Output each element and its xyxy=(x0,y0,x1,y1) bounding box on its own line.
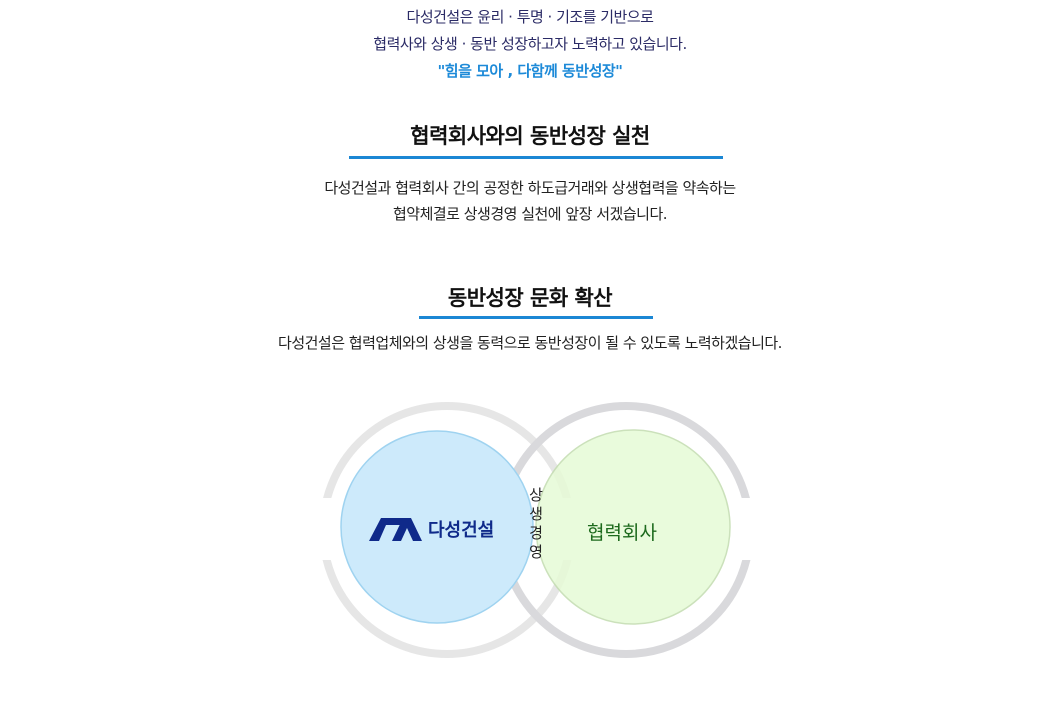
dasung-label: 다성건설 xyxy=(428,520,495,541)
right-circle xyxy=(535,429,731,625)
intro-line-2: 협력사와 상생 · 동반 성장하고자 노력하고 있습니다. xyxy=(373,35,687,53)
coexistence-label: 상 생 경 영 xyxy=(526,486,546,562)
char: 생 xyxy=(529,505,543,523)
intro-text: 다성건설은 윤리 · 투명 · 기조를 기반으로 협력사와 상생 · 동반 성장… xyxy=(0,4,1060,85)
slogan: "힘을 모아 , 다함께 동반성장" xyxy=(437,62,623,80)
section-culture-text: 다성건설은 협력업체와의 상생을 동력으로 동반성장이 될 수 있도록 노력하겠… xyxy=(278,334,782,352)
section-title-culture: 동반성장 문화 확산 xyxy=(447,286,613,310)
left-circle xyxy=(340,430,534,624)
text-line: 다성건설과 협력회사 간의 공정한 하도급거래와 상생협력을 약속하는 xyxy=(324,179,736,197)
section-title-partnership: 협력회사와의 동반성장 실천 xyxy=(410,124,650,148)
char: 경 xyxy=(529,524,543,542)
char: 상 xyxy=(529,486,543,504)
title-underline xyxy=(349,156,723,159)
partner-label: 협력회사 xyxy=(587,522,657,544)
text-line: 협약체결로 상생경영 실천에 앞장 서겠습니다. xyxy=(392,205,668,223)
section-partnership-text: 다성건설과 협력회사 간의 공정한 하도급거래와 상생협력을 약속하는 협약체결… xyxy=(0,175,1060,227)
dasung-logo-icon xyxy=(369,518,422,541)
char: 영 xyxy=(529,543,543,561)
title-underline xyxy=(419,316,653,319)
intro-line-1: 다성건설은 윤리 · 투명 · 기조를 기반으로 xyxy=(406,8,654,26)
